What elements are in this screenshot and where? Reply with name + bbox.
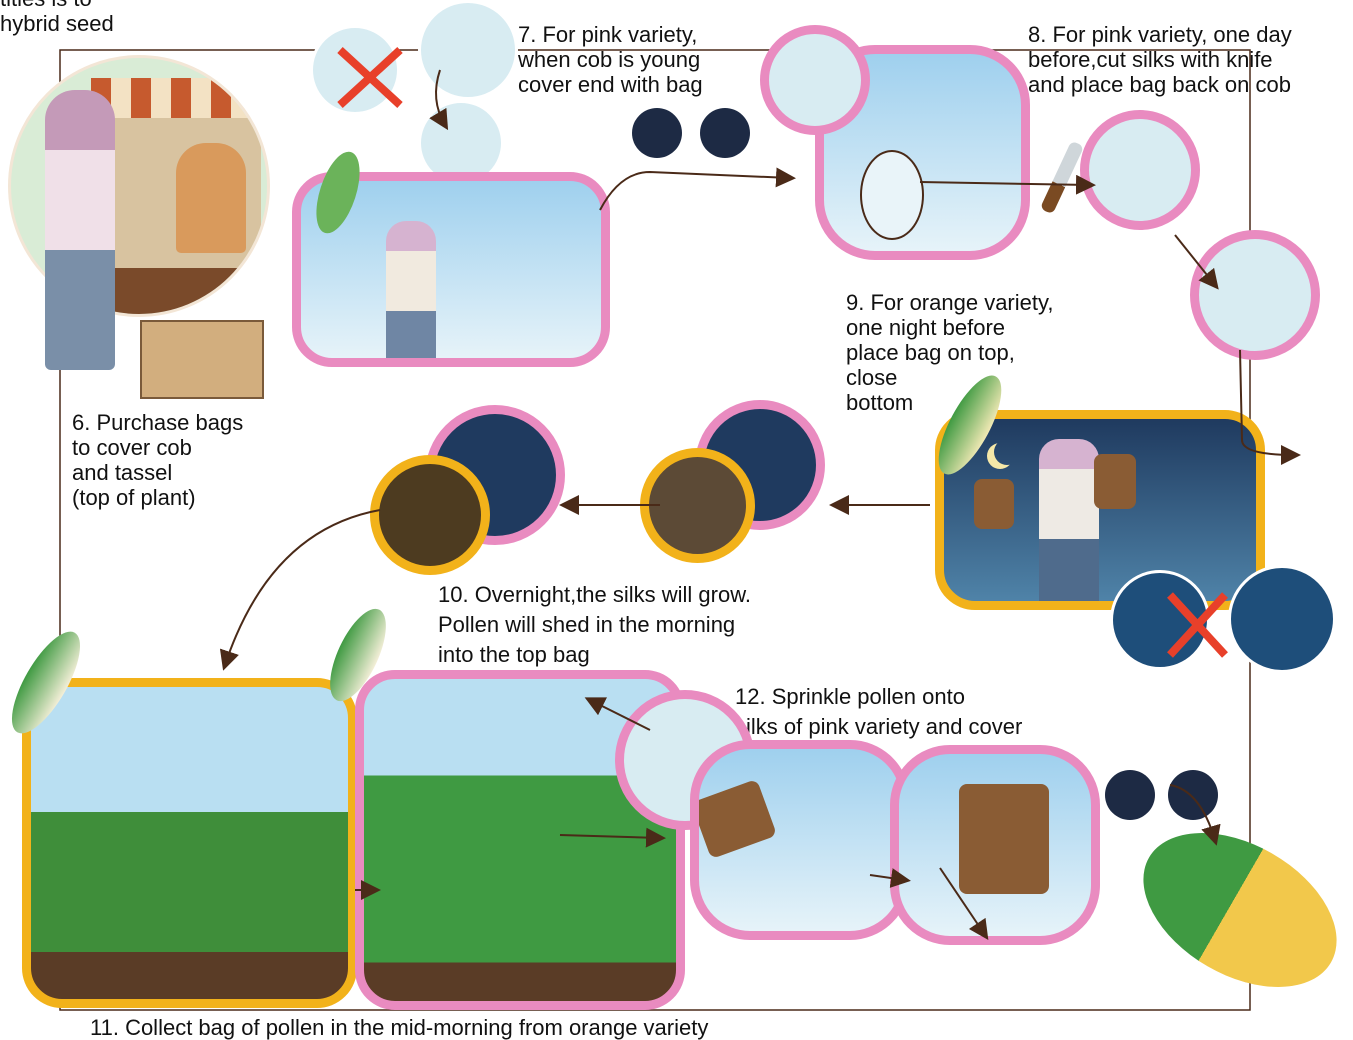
arrow-icon: [590, 700, 650, 730]
arrow-icon: [1175, 235, 1215, 285]
arrow-icon: [225, 510, 380, 665]
arrow-icon: [940, 868, 985, 935]
arrow-icon: [1240, 350, 1295, 455]
arrow-icon: [436, 70, 445, 125]
arrow-icon: [600, 172, 790, 210]
arrow-icon: [920, 182, 1090, 185]
arrow-icon: [1170, 785, 1215, 840]
arrow-icon: [560, 835, 660, 838]
arrow-icon: [870, 875, 905, 880]
